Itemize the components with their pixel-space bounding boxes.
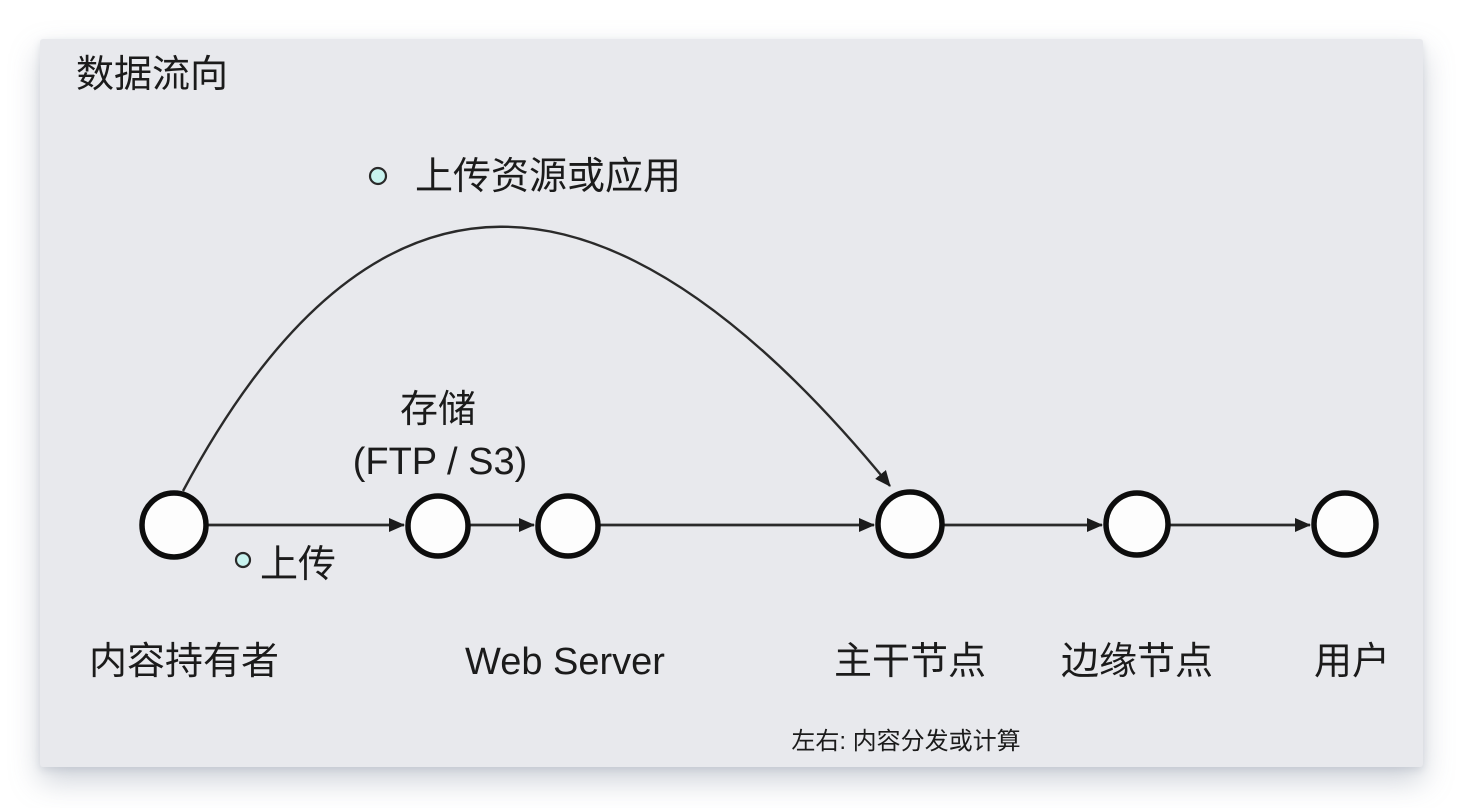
node-label-content-owner: 内容持有者 — [89, 641, 279, 683]
node-label-edge: 边缘节点 — [1061, 641, 1213, 683]
node-storage — [405, 493, 471, 559]
page-title: 数据流向 — [76, 54, 228, 96]
node-content-owner — [139, 490, 209, 560]
node-sublabel-storage: (FTP / S3) — [353, 441, 528, 483]
upload-label: 上传 — [260, 544, 336, 586]
upload-arc-arrow — [181, 225, 891, 492]
node-backbone — [875, 489, 945, 559]
diagram-panel: 数据流向 上传资源或应用 上传 存储 (FTP / S3) — [40, 39, 1423, 767]
dataflow-diagram: 数据流向 上传资源或应用 上传 存储 (FTP / S3) — [76, 54, 1390, 755]
arc-label: 上传资源或应用 — [415, 156, 681, 198]
node-label-user: 用户 — [1314, 641, 1390, 683]
node-user — [1311, 490, 1379, 558]
node-edge — [1103, 490, 1171, 558]
bottom-note: 左右: 内容分发或计算 — [791, 728, 1020, 755]
node-label-storage: 存储 — [400, 389, 476, 431]
node-label-backbone: 主干节点 — [834, 641, 986, 683]
upload-label-bullet-icon — [234, 551, 252, 569]
node-label-web-server: Web Server — [465, 641, 665, 683]
arc-label-bullet-icon — [368, 166, 388, 186]
node-web-server — [535, 493, 601, 559]
